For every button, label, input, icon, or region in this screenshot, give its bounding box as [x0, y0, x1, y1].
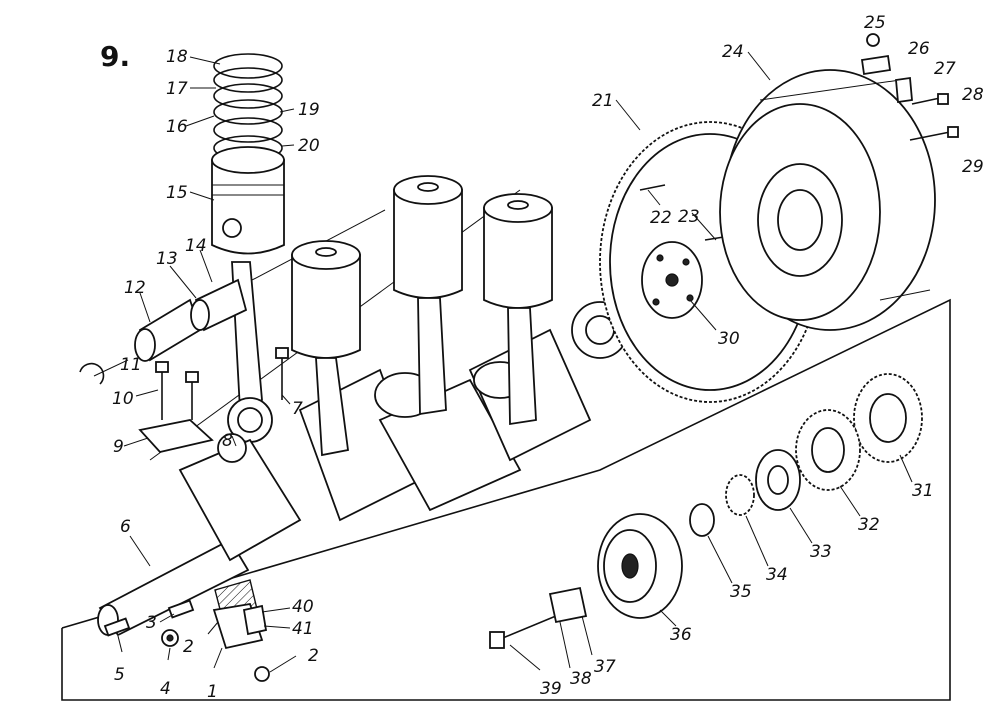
callout-label: 16: [166, 117, 188, 137]
callout-labels: 1 2 2 3 4 5 6 7 8 9 10 11 12 13 14 15 16…: [112, 13, 984, 702]
callout-label: 20: [298, 136, 320, 156]
callout-label: 5: [114, 665, 125, 685]
callout-label: 26: [908, 39, 930, 59]
callout-label: 11: [120, 355, 142, 375]
piston-rings-icon: [213, 53, 283, 161]
callout-label: 34: [766, 565, 788, 585]
callout-label: 41: [292, 619, 314, 639]
piston-icon: [211, 146, 285, 443]
piston-pin-icon: [79, 278, 248, 385]
callout-label: 4: [160, 679, 171, 699]
callout-label: 1: [207, 682, 218, 702]
callout-label: 14: [185, 236, 207, 256]
callout-label: 29: [962, 157, 984, 177]
callout-label: 8: [222, 431, 233, 451]
callout-label: 7: [292, 399, 303, 419]
clutch-fasteners-icon: [860, 33, 959, 141]
callout-label: 6: [120, 517, 131, 537]
callout-label: 35: [730, 582, 752, 602]
callout-label: 15: [166, 183, 188, 203]
figure-number: 9.: [100, 40, 130, 73]
callout-label: 9: [113, 437, 124, 457]
bolts-icon: [138, 347, 289, 453]
callout-label: 2: [308, 646, 319, 666]
callout-label: 2: [183, 637, 194, 657]
callout-label: 3: [146, 613, 157, 633]
callout-label: 27: [934, 59, 956, 79]
callout-label: 28: [962, 85, 984, 105]
callout-label: 37: [594, 657, 616, 677]
callout-label: 39: [540, 679, 562, 699]
callout-label: 17: [166, 79, 188, 99]
callout-label: 12: [124, 278, 146, 298]
clutch-housing-icon: [719, 69, 936, 331]
leader-lines: [93, 51, 913, 673]
callout-label: 18: [166, 47, 188, 67]
callout-label: 19: [298, 100, 320, 120]
crankshaft-icon: [97, 301, 629, 641]
pistons-assembly-icon: [291, 175, 553, 457]
timing-gears-icon: [689, 373, 923, 537]
callout-label: 32: [858, 515, 880, 535]
callout-label: 24: [722, 42, 744, 62]
callout-label: 21: [592, 91, 614, 111]
callout-label: 23: [678, 207, 700, 227]
callout-label: 40: [292, 597, 314, 617]
small-parts-icon: [103, 433, 270, 682]
callout-label: 13: [156, 249, 178, 269]
callout-label: 25: [864, 13, 886, 33]
callout-label: 31: [912, 481, 934, 501]
callout-label: 10: [112, 389, 134, 409]
callout-label: 36: [670, 625, 692, 645]
callout-label: 33: [810, 542, 832, 562]
callout-label: 38: [570, 669, 592, 689]
pulley-icon: [489, 513, 683, 649]
callout-label: 22: [650, 208, 672, 228]
callout-label: 30: [718, 329, 740, 349]
